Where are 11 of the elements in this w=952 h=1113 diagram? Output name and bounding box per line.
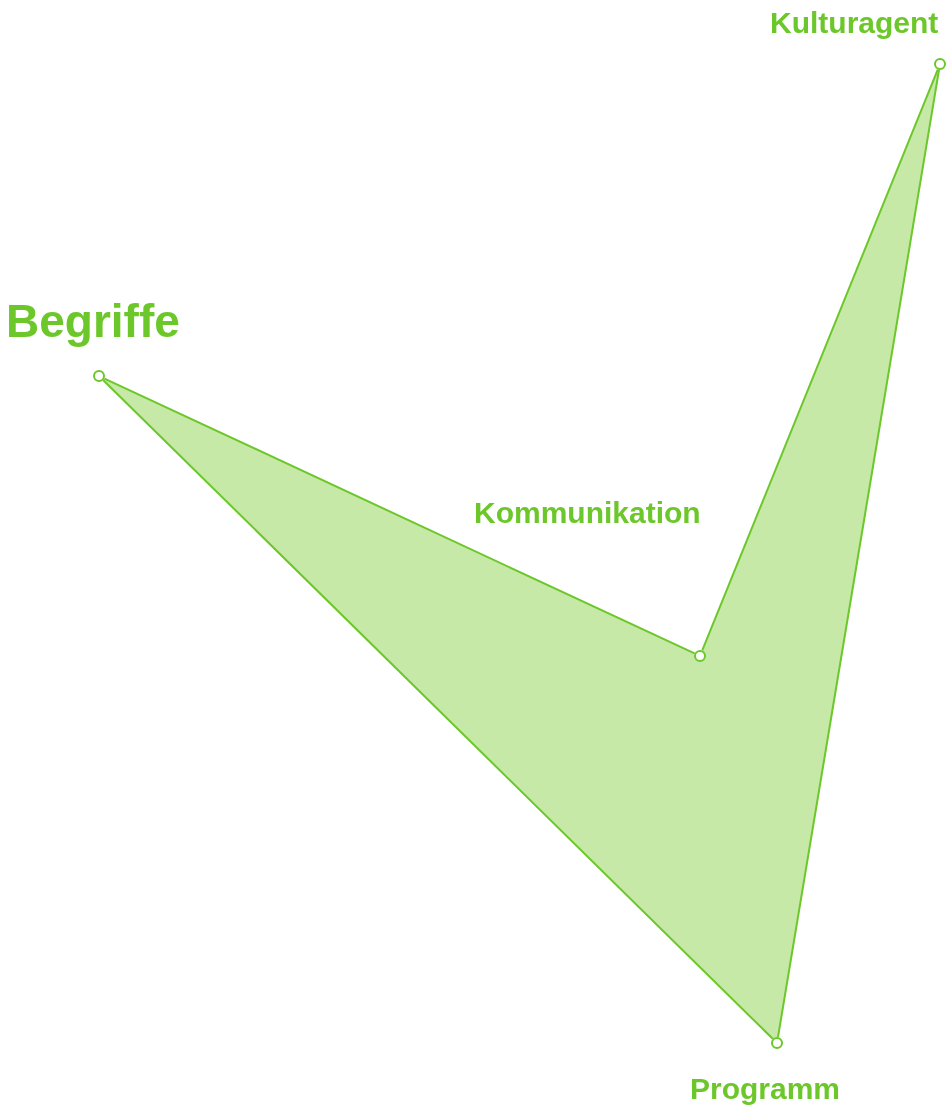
connector-line <box>777 68 940 1039</box>
connector-line <box>103 377 696 655</box>
point-label: Kommunikation <box>474 498 701 528</box>
point-marker <box>934 58 946 70</box>
point-marker <box>771 1037 783 1049</box>
point-label: Kulturagent <box>770 8 939 38</box>
connector-line <box>102 379 774 1040</box>
point-marker <box>93 370 105 382</box>
point-marker <box>694 650 706 662</box>
point-label: Programm <box>690 1074 841 1104</box>
connector-line <box>701 68 939 652</box>
